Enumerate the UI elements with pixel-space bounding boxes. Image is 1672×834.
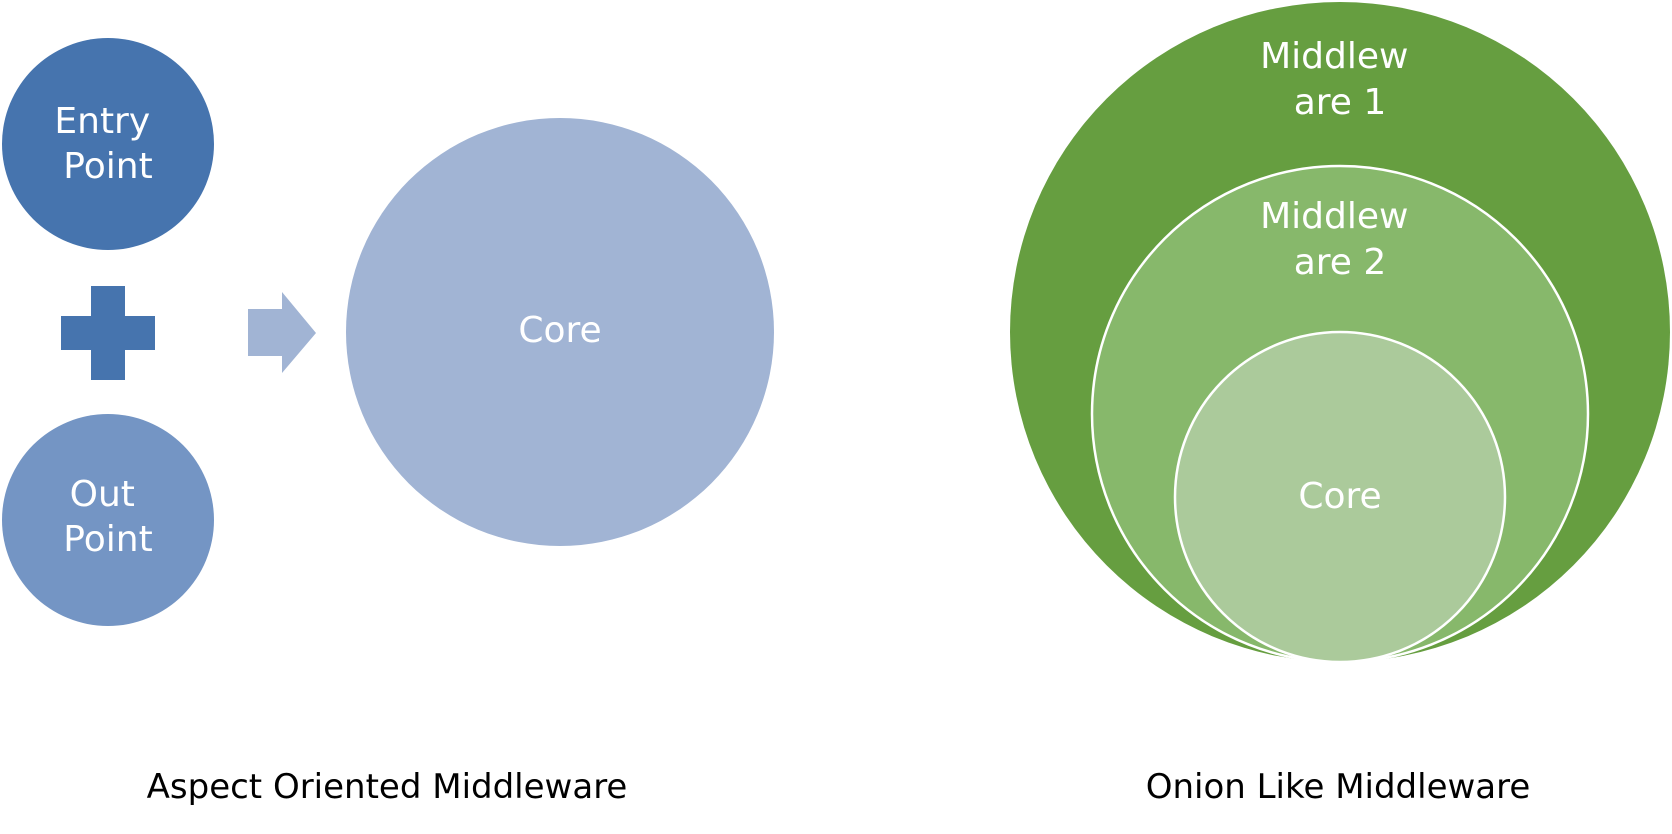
aspect-caption: Aspect Oriented Middleware xyxy=(147,767,628,807)
entry-point-circle xyxy=(2,38,214,250)
out-point-label: Out Point xyxy=(63,474,152,560)
onion-core-label: Core xyxy=(1298,476,1381,517)
aspect-core-circle xyxy=(346,118,774,546)
plus-icon xyxy=(61,286,155,380)
onion-core-circle xyxy=(1173,330,1507,664)
aspect-oriented-group: Entry Point Out Point Core Aspect Orient… xyxy=(2,38,774,807)
aspect-core-label: Core xyxy=(518,310,601,351)
onion-group: Middlew are 1 Middlew are 2 Core Onion L… xyxy=(1010,2,1670,807)
entry-point-label: Entry Point xyxy=(54,101,161,187)
arrow-right-icon xyxy=(248,292,316,373)
onion-caption: Onion Like Middleware xyxy=(1146,767,1531,807)
out-point-circle xyxy=(2,414,214,626)
middleware-1-label: Middlew are 1 xyxy=(1260,36,1420,123)
middleware-2-label: Middlew are 2 xyxy=(1260,196,1420,283)
